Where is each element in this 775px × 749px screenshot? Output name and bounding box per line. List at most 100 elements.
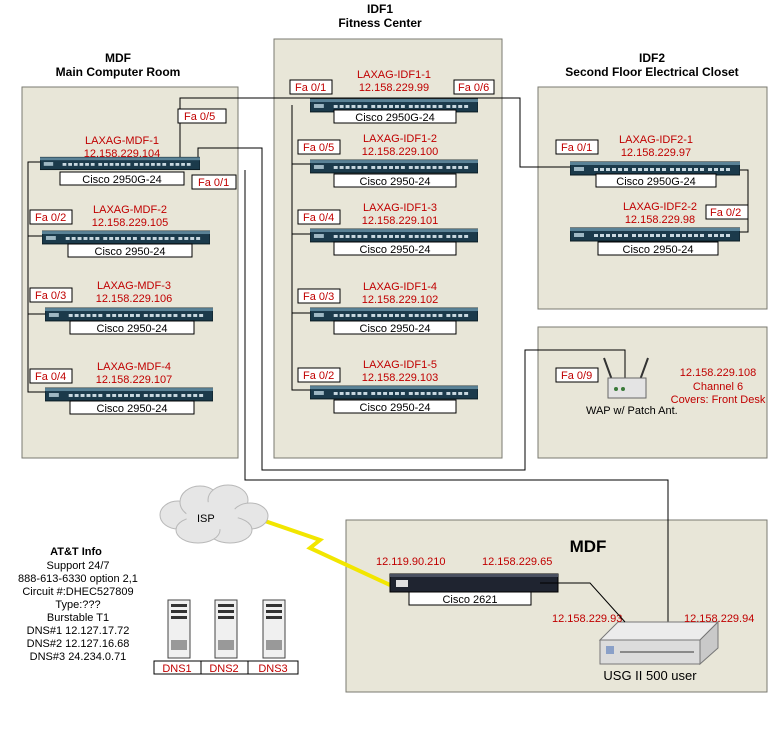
- att-info-panel: AT&T Info Support 24/7 888-613-6330 opti…: [18, 546, 138, 663]
- att-info-line: 888-613-6330 option 2,1: [18, 573, 138, 585]
- wap-channel: Channel 6: [693, 381, 743, 393]
- dns-server-3[interactable]: DNS3: [247, 599, 299, 675]
- port-idf1-fa06: Fa 0/6: [458, 82, 489, 94]
- att-info-line: DNS#2 12.127.16.68: [27, 638, 130, 650]
- dns-server-2-label: DNS2: [209, 663, 238, 675]
- idf2-title: IDF2: [639, 51, 665, 65]
- switch-mdf-4-model: Cisco 2950-24: [97, 403, 168, 415]
- switch-mdf-1-ip: 12.158.229.104: [84, 148, 160, 160]
- att-info-line: DNS#3 24.234.0.71: [30, 651, 127, 663]
- switch-idf1-1[interactable]: LAXAG-IDF1-1 12.158.229.99 Cisco 2950G-2…: [310, 69, 478, 124]
- wap-label: WAP w/ Patch Ant.: [586, 405, 678, 417]
- room-idf2: [537, 86, 768, 310]
- router-ip-right: 12.158.229.65: [482, 556, 552, 568]
- mdf-subtitle: Main Computer Room: [56, 65, 181, 79]
- switch-mdf-3[interactable]: LAXAG-MDF-3 12.158.229.106 Cisco 2950-24: [45, 280, 213, 335]
- room-wap: [537, 326, 768, 459]
- switch-idf1-5-ip: 12.158.229.103: [362, 372, 438, 384]
- firewall-usg[interactable]: USG II 500 user 12.158.229.93 12.158.229…: [552, 613, 754, 683]
- switch-idf2-2[interactable]: LAXAG-IDF2-2 12.158.229.98 Cisco 2950-24: [570, 201, 740, 256]
- port-idf1-fa02: Fa 0/2: [303, 370, 334, 382]
- dns-server-1[interactable]: DNS1: [153, 599, 202, 675]
- switch-mdf-1-model: Cisco 2950G-24: [82, 174, 162, 186]
- dns-server-3-label: DNS3: [258, 663, 287, 675]
- switch-idf1-3[interactable]: LAXAG-IDF1-3 12.158.229.101 Cisco 2950-2…: [310, 202, 478, 256]
- isp-cloud: ISP: [159, 484, 269, 544]
- idf2-subtitle: Second Floor Electrical Closet: [565, 65, 738, 79]
- switch-mdf-2[interactable]: LAXAG-MDF-2 12.158.229.105 Cisco 2950-24: [42, 204, 210, 258]
- switch-idf1-5-name: LAXAG-IDF1-5: [363, 359, 437, 371]
- router-cisco-2621[interactable]: Cisco 2621 12.119.90.210 12.158.229.65: [376, 556, 559, 606]
- switch-idf2-1-model: Cisco 2950G-24: [616, 176, 696, 188]
- att-info-line: DNS#1 12.127.17.72: [27, 625, 130, 637]
- switch-idf1-1-ip: 12.158.229.99: [359, 82, 429, 94]
- switch-idf1-4-model: Cisco 2950-24: [360, 323, 431, 335]
- switch-idf1-3-ip: 12.158.229.101: [362, 215, 438, 227]
- firewall-ip-right: 12.158.229.94: [684, 613, 754, 625]
- port-mdf-fa05: Fa 0/5: [184, 111, 215, 123]
- switch-idf1-3-model: Cisco 2950-24: [360, 244, 431, 256]
- port-idf2-fa02: Fa 0/2: [710, 207, 741, 219]
- switch-idf1-5[interactable]: LAXAG-IDF1-5 12.158.229.103 Cisco 2950-2…: [310, 359, 478, 414]
- switch-idf1-4-ip: 12.158.229.102: [362, 294, 438, 306]
- port-mdf-fa03: Fa 0/3: [35, 290, 66, 302]
- switch-idf2-1-name: LAXAG-IDF2-1: [619, 134, 693, 146]
- switch-idf1-2-model: Cisco 2950-24: [360, 176, 431, 188]
- att-info-line: Circuit #:DHEC527809: [22, 586, 133, 598]
- port-labels: Fa 0/5 Fa 0/1 Fa 0/2 Fa 0/3 Fa 0/4 Fa 0/…: [29, 79, 749, 384]
- port-idf1-fa01: Fa 0/1: [295, 82, 326, 94]
- switch-mdf-3-name: LAXAG-MDF-3: [97, 280, 171, 292]
- att-info-line: Burstable T1: [47, 612, 109, 624]
- switch-idf1-1-name: LAXAG-IDF1-1: [357, 69, 431, 81]
- cloud-icon: [159, 484, 269, 544]
- port-mdf-fa01: Fa 0/1: [198, 177, 229, 189]
- switch-mdf-1-name: LAXAG-MDF-1: [85, 135, 159, 147]
- wap-icon: [607, 377, 647, 399]
- switch-idf2-1-ip: 12.158.229.97: [621, 147, 691, 159]
- idf1-subtitle: Fitness Center: [338, 16, 422, 30]
- wap-covers: Covers: Front Desk: [671, 394, 766, 406]
- wan-link-bolt: [261, 518, 391, 587]
- port-idf1-fa03: Fa 0/3: [303, 291, 334, 303]
- switch-idf1-4-name: LAXAG-IDF1-4: [363, 281, 437, 293]
- switch-idf2-2-model: Cisco 2950-24: [623, 244, 694, 256]
- switch-idf1-4[interactable]: LAXAG-IDF1-4 12.158.229.102 Cisco 2950-2…: [310, 281, 478, 335]
- room-mdf-bottom: [345, 519, 768, 693]
- switch-mdf-4[interactable]: LAXAG-MDF-4 12.158.229.107 Cisco 2950-24: [45, 361, 213, 415]
- switch-idf1-1-model: Cisco 2950G-24: [355, 112, 435, 124]
- port-mdf-fa04: Fa 0/4: [35, 371, 66, 383]
- switch-idf1-2-ip: 12.158.229.100: [362, 146, 438, 158]
- switch-idf2-2-ip: 12.158.229.98: [625, 214, 695, 226]
- switch-idf1-5-model: Cisco 2950-24: [360, 402, 431, 414]
- switch-idf2-2-name: LAXAG-IDF2-2: [623, 201, 697, 213]
- att-info-line: Support 24/7: [47, 560, 110, 572]
- switch-mdf-3-model: Cisco 2950-24: [97, 323, 168, 335]
- switch-idf1-2[interactable]: LAXAG-IDF1-2 12.158.229.100 Cisco 2950-2…: [310, 133, 478, 188]
- att-info-line: Type:???: [55, 599, 100, 611]
- switch-mdf-2-model: Cisco 2950-24: [95, 246, 166, 258]
- switch-mdf-3-ip: 12.158.229.106: [96, 293, 172, 305]
- port-idf2-fa01: Fa 0/1: [561, 142, 592, 154]
- mdf-bottom-title: MDF: [570, 537, 607, 556]
- switch-idf1-3-name: LAXAG-IDF1-3: [363, 202, 437, 214]
- router-model: Cisco 2621: [442, 594, 497, 606]
- port-mdf-fa02: Fa 0/2: [35, 212, 66, 224]
- switch-idf1-2-name: LAXAG-IDF1-2: [363, 133, 437, 145]
- port-wap-fa09: Fa 0/9: [561, 370, 592, 382]
- isp-label: ISP: [197, 513, 215, 525]
- firewall-label: USG II 500 user: [603, 668, 697, 683]
- dns-server-2[interactable]: DNS2: [200, 599, 249, 675]
- idf1-title: IDF1: [367, 2, 393, 16]
- port-idf1-fa04: Fa 0/4: [303, 212, 334, 224]
- firewall-ip-left: 12.158.229.93: [552, 613, 622, 625]
- switch-mdf-4-name: LAXAG-MDF-4: [97, 361, 171, 373]
- switch-mdf-4-ip: 12.158.229.107: [96, 374, 172, 386]
- port-idf1-fa05: Fa 0/5: [303, 142, 334, 154]
- dns-server-1-label: DNS1: [162, 663, 191, 675]
- router-firewall-link: [540, 582, 626, 623]
- switch-idf2-1[interactable]: LAXAG-IDF2-1 12.158.229.97 Cisco 2950G-2…: [570, 134, 740, 188]
- switch-mdf-1[interactable]: LAXAG-MDF-1 12.158.229.104 Cisco 2950G-2…: [40, 135, 200, 186]
- wireless-access-point[interactable]: WAP w/ Patch Ant. 12.158.229.108 Channel…: [586, 357, 766, 417]
- wap-ip: 12.158.229.108: [680, 367, 756, 379]
